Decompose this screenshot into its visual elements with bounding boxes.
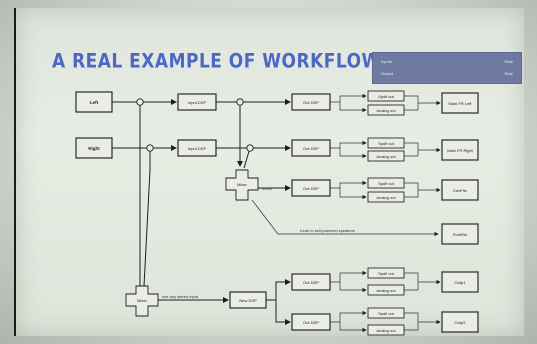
out-dsp-3-label: Out DSP	[303, 186, 319, 191]
analog-out-4: Analog out	[367, 284, 405, 296]
out-dsp-1-box: Out DSP	[291, 93, 331, 111]
junction-node	[146, 144, 154, 152]
slide: A REAL EXAMPLE OF WORKFLOW Inputs Rate O…	[14, 8, 524, 336]
out-dsp-5-label: Out DSP	[303, 320, 319, 325]
mixer-upper: Mixer	[225, 169, 259, 201]
wire-mixer-to-postfile	[251, 199, 439, 237]
lower-mixer-note: use any stereo input	[162, 294, 199, 299]
wire-right-branch-down	[143, 148, 151, 287]
spdif-out-2: Spdif out	[367, 137, 405, 149]
mixer-lower-label: Mixer	[137, 298, 147, 303]
junction-node	[236, 98, 244, 106]
analog-out-5: Analog out	[367, 324, 405, 336]
spdif-out-1: Spdif out	[367, 90, 405, 102]
svg-text:Analog out: Analog out	[376, 288, 396, 293]
svg-text:PostFile: PostFile	[453, 232, 468, 237]
svg-text:Spdif out: Spdif out	[378, 94, 395, 99]
fanout-row3	[330, 180, 441, 200]
out-dsp-5-box: Out DSP	[291, 313, 331, 331]
svg-text:Main FR Left: Main FR Left	[449, 101, 473, 106]
out-dsp-3-box: Out DSP	[291, 179, 331, 197]
mixer-note: mono	[262, 186, 273, 191]
wire-newdsp-to-out4	[266, 279, 291, 301]
svg-text:Spdif out: Spdif out	[378, 181, 395, 186]
source-left-box: Left	[75, 91, 113, 113]
input-dsp-2-box: Input DSP	[177, 139, 217, 157]
spdif-out-3: Spdif out	[367, 177, 405, 189]
dest-postfile: PostFile	[441, 223, 479, 245]
source-left-label: Left	[90, 100, 99, 105]
analog-out-3: Analog out	[367, 191, 405, 203]
junction-node	[246, 144, 254, 152]
svg-text:Analog out: Analog out	[376, 328, 396, 333]
fanout-row1	[330, 93, 441, 113]
legend-row2-value: Rate	[504, 71, 513, 76]
svg-text:CenFile: CenFile	[453, 188, 468, 193]
out-dsp-4-box: Out DSP	[291, 273, 331, 291]
svg-text:Analog out: Analog out	[376, 195, 396, 200]
svg-text:Spdif out: Spdif out	[378, 141, 395, 146]
new-dsp-label: New DSP	[239, 298, 257, 303]
legend-row1-value: Rate	[504, 59, 513, 64]
wire-newdsp-to-out5	[275, 300, 291, 325]
input-dsp-1-box: Input DSP	[177, 93, 217, 111]
svg-text:Spdif out: Spdif out	[378, 271, 395, 276]
dest-main-fr-right: Main FR Right	[441, 139, 479, 161]
route-note: route to self-powered speakers	[300, 228, 355, 233]
analog-out-2: Analog out	[367, 150, 405, 162]
legend-row1-label: Inputs	[381, 59, 392, 64]
dest-output-2: Outp2	[441, 311, 479, 333]
source-right-box: Right	[75, 137, 113, 159]
junction-node	[136, 98, 144, 106]
legend-box: Inputs Rate Output Rate	[372, 52, 522, 84]
mixer-lower: Mixer	[125, 285, 159, 317]
svg-text:Main FR Right: Main FR Right	[447, 148, 473, 153]
out-dsp-1-label: Out DSP	[303, 100, 319, 105]
out-dsp-4-label: Out DSP	[303, 280, 319, 285]
svg-text:Analog out: Analog out	[376, 108, 396, 113]
fanout-row2	[330, 140, 441, 159]
svg-text:Outp2: Outp2	[455, 320, 467, 325]
out-dsp-2-box: Out DSP	[291, 139, 331, 157]
svg-text:Spdif out: Spdif out	[378, 311, 395, 316]
analog-out-1: Analog out	[367, 104, 405, 116]
fanout-row4	[330, 270, 441, 293]
svg-text:Analog out: Analog out	[376, 154, 396, 159]
legend-row2-label: Output	[381, 71, 394, 76]
mixer-upper-label: Mixer	[237, 182, 247, 187]
spdif-out-4: Spdif out	[367, 267, 405, 279]
spdif-out-5: Spdif out	[367, 307, 405, 319]
new-dsp-box: New DSP	[229, 291, 267, 309]
source-right-label: Right	[88, 146, 100, 151]
dest-centre: CenFile	[441, 179, 479, 201]
input-dsp-1-label: Input DSP	[188, 100, 207, 105]
slide-title: A REAL EXAMPLE OF WORKFLOW	[52, 50, 381, 73]
fanout-row5	[330, 310, 441, 333]
dest-output-1: Outp1	[441, 271, 479, 293]
svg-text:Outp1: Outp1	[455, 280, 467, 285]
input-dsp-2-label: Input DSP	[188, 146, 207, 151]
out-dsp-2-label: Out DSP	[303, 146, 319, 151]
dest-main-fr-left: Main FR Left	[441, 92, 479, 114]
